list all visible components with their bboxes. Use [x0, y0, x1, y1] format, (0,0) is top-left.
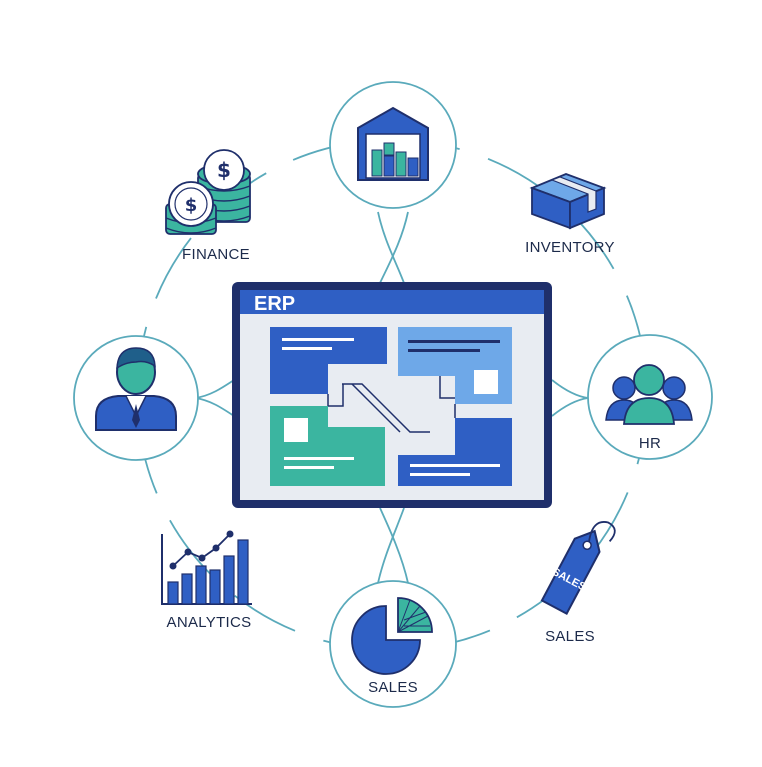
analytics-label: ANALYTICS [167, 614, 252, 631]
sales-pie-node: SALES [329, 580, 457, 708]
inventory-node: INVENTORY [525, 173, 615, 256]
warehouse-node [329, 81, 457, 209]
finance-node: $ $ FINANCE [165, 149, 251, 263]
hr-label: HR [639, 435, 661, 452]
svg-text:$: $ [217, 158, 231, 182]
panel-top-left [270, 327, 387, 394]
erp-title: ERP [254, 293, 295, 315]
sales-pie-label: SALES [368, 679, 418, 696]
erp-screen: ERP [232, 282, 552, 508]
svg-text:$: $ [185, 195, 198, 216]
pie-chart-icon [351, 597, 433, 675]
sales-tag-node: SALES SALES [540, 521, 616, 645]
user-icon [95, 347, 177, 431]
screen-titlebar [240, 290, 544, 314]
finance-label: FINANCE [182, 246, 250, 263]
box-icon [529, 173, 607, 230]
inventory-label: INVENTORY [525, 239, 615, 256]
sales-tag-label: SALES [545, 628, 595, 645]
hr-node: HR [587, 334, 713, 460]
user-node [73, 335, 199, 461]
people-group-icon [605, 364, 693, 425]
price-tag-icon: SALES [540, 521, 616, 616]
warehouse-icon [357, 106, 429, 181]
bar-line-chart-icon [161, 530, 252, 605]
coin-stacks-icon: $ $ [165, 149, 251, 235]
analytics-node: ANALYTICS [161, 530, 252, 631]
panel-bottom-right [398, 418, 512, 486]
